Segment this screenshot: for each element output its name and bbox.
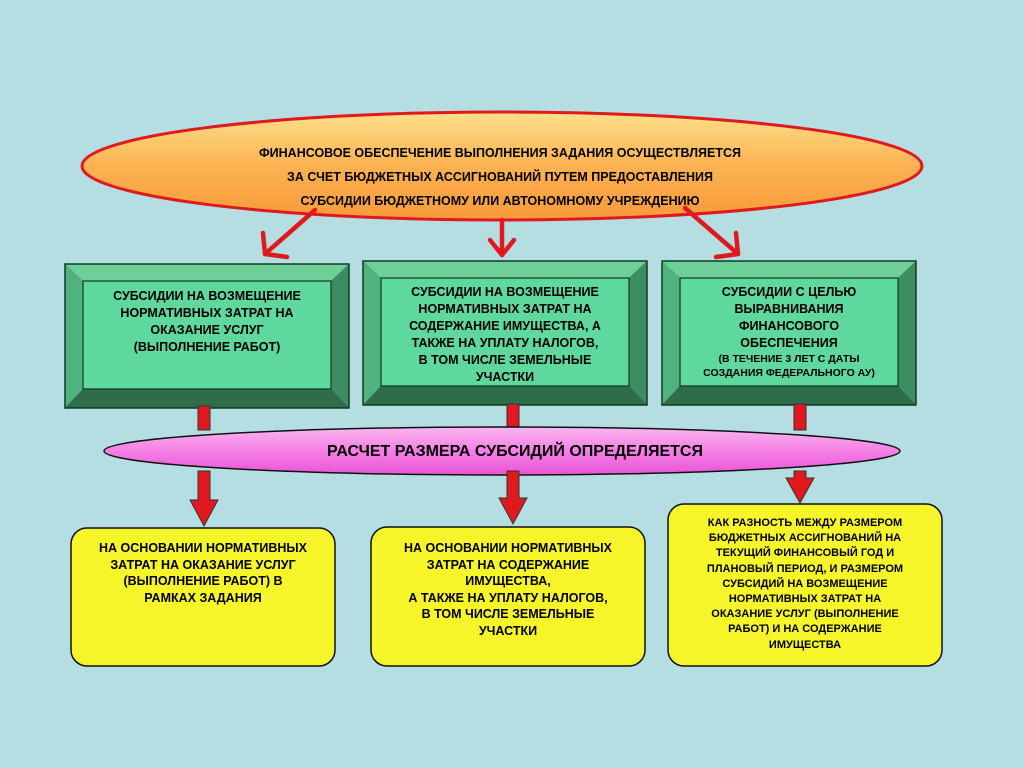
yellow-box-2-line: УЧАСТКИ (478, 623, 538, 638)
arrow-middle-head (487, 237, 517, 258)
yellow-box-3-line: НОРМАТИВНЫХ ЗАТРАТ НА (728, 593, 882, 606)
green-box-2-shape (362, 260, 648, 406)
yellow-box-2-line: ИМУЩЕСТВА, (465, 574, 551, 588)
yellow-box-3-line: БЮДЖЕТНЫХ АССИГНОВАНИЙ НА (708, 532, 902, 545)
yellow-box-2-line: ЗАТРАТ НА СОДЕРЖАНИЕ (426, 557, 590, 572)
yellow-box-3-line: КАК РАЗНОСТЬ МЕЖДУ РАЗМЕРОМ (707, 517, 903, 529)
yellow-box-2-line: НА ОСНОВАНИИ НОРМАТИВНЫХ (404, 541, 612, 555)
green-box-3-line: ОБЕСПЕЧЕНИЯ (740, 336, 838, 350)
yellow-box-3-line: СУБСИДИЙ НА ВОЗМЕЩЕНИЕ (722, 577, 888, 590)
top-ellipse-text: ФИНАНСОВОЕ ОБЕСПЕЧЕНИЕ ВЫПОЛНЕНИЯ ЗАДАНИ… (150, 141, 850, 213)
yellow-box-3-text: КАК РАЗНОСТЬ МЕЖДУ РАЗМЕРОМ БЮДЖЕТНЫХ АС… (675, 516, 935, 653)
yellow-box-2-shape (370, 526, 646, 667)
top-arrows (260, 205, 741, 260)
down-arrow-3-icon (785, 470, 815, 505)
top-ellipse-line: ФИНАНСОВОЕ ОБЕСПЕЧЕНИЕ ВЫПОЛНЕНИЯ ЗАДАНИ… (259, 146, 741, 160)
green-box-3-text: СУБСИДИИ С ЦЕЛЬЮ ВЫРАВНИВАНИЯ ФИНАНСОВОГ… (683, 284, 895, 380)
down-arrows (189, 470, 815, 528)
yellow-box-3-line: ТЕКУЩИЙ ФИНАНСОВЫЙ ГОД И (715, 547, 895, 560)
arrow-left-icon (262, 207, 318, 257)
yellow-box-1-line: РАМКАХ ЗАДАНИЯ (144, 590, 262, 605)
down-arrow-1-icon (189, 470, 219, 528)
yellow-box-1-line: (ВЫПОЛНЕНИЕ РАБОТ) В (123, 574, 283, 588)
connector-stubs (197, 403, 807, 431)
pink-ellipse-shape (103, 426, 901, 476)
top-ellipse-line: СУБСИДИИ БЮДЖЕТНОМУ ИЛИ АВТОНОМНОМУ УЧРЕ… (300, 194, 700, 208)
green-box-1-line: НОРМАТИВНЫХ ЗАТРАТ НА (120, 306, 294, 320)
top-ellipse-line: ЗА СЧЕТ БЮДЖЕТНЫХ АССИГНОВАНИЙ ПУТЕМ ПРЕ… (287, 170, 713, 184)
green-box-1-line: (ВЫПОЛНЕНИЕ РАБОТ) (133, 340, 281, 354)
arrow-left-head (260, 230, 290, 260)
yellow-box-2-text: НА ОСНОВАНИИ НОРМАТИВНЫХ ЗАТРАТ НА СОДЕР… (378, 540, 638, 639)
yellow-box-1-text: НА ОСНОВАНИИ НОРМАТИВНЫХ ЗАТРАТ НА ОКАЗА… (78, 540, 328, 606)
yellow-box-1-shape (70, 527, 336, 667)
green-box-3-note: (В ТЕЧЕНИЕ 3 ЛЕТ С ДАТЫ (718, 353, 860, 365)
green-box-3-line: ФИНАНСОВОГО (738, 319, 840, 333)
green-box-3-note: СОЗДАНИЯ ФЕДЕРАЛЬНОГО АУ) (703, 367, 875, 379)
pink-ellipse-text: РАСЧЕТ РАЗМЕРА СУБСИДИЙ ОПРЕДЕЛЯЕТСЯ (327, 443, 703, 460)
yellow-box-3-shape (667, 503, 943, 667)
yellow-box-2-line: В ТОМ ЧИСЛЕ ЗЕМЕЛЬНЫЕ (421, 607, 595, 621)
yellow-box-3-line: ПЛАНОВЫЙ ПЕРИОД, И РАЗМЕРОМ (706, 562, 904, 575)
yellow-box-3-line: ОКАЗАНИЕ УСЛУГ (ВЫПОЛНЕНИЕ (711, 608, 899, 621)
arrow-right-icon (682, 205, 741, 257)
green-box-2-line: В ТОМ ЧИСЛЕ ЗЕМЕЛЬНЫЕ (418, 353, 592, 367)
green-box-2-line: СОДЕРЖАНИЕ ИМУЩЕСТВА, А (409, 319, 601, 333)
yellow-box-3-line: РАБОТ) И НА СОДЕРЖАНИЕ (728, 623, 882, 636)
green-box-3-line: СУБСИДИИ С ЦЕЛЬЮ (721, 285, 857, 299)
yellow-box-1-line: ЗАТРАТ НА ОКАЗАНИЕ УСЛУГ (110, 557, 296, 572)
green-box-2-line: СУБСИДИИ НА ВОЗМЕЩЕНИЕ (411, 285, 599, 299)
green-box-2-line: ТАКЖЕ НА УПЛАТУ НАЛОГОВ, (411, 336, 599, 350)
yellow-box-2-line: А ТАКЖЕ НА УПЛАТУ НАЛОГОВ, (408, 590, 608, 605)
yellow-box-1-line: НА ОСНОВАНИИ НОРМАТИВНЫХ (99, 541, 307, 555)
green-box-2-line: НОРМАТИВНЫХ ЗАТРАТ НА (418, 302, 592, 316)
arrow-right-head (713, 230, 741, 260)
green-box-1-line: ОКАЗАНИЕ УСЛУГ (150, 323, 264, 337)
green-box-2-text: СУБСИДИИ НА ВОЗМЕЩЕНИЕ НОРМАТИВНЫХ ЗАТРА… (384, 284, 626, 386)
green-box-1-line: СУБСИДИИ НА ВОЗМЕЩЕНИЕ (113, 289, 301, 303)
yellow-box-3-line: ИМУЩЕСТВА (768, 638, 842, 651)
green-box-3-shape (661, 260, 917, 406)
green-box-1-text: СУБСИДИИ НА ВОЗМЕЩЕНИЕ НОРМАТИВНЫХ ЗАТРА… (86, 288, 328, 356)
green-box-3-line: ВЫРАВНИВАНИЯ (734, 302, 844, 316)
green-box-2-line: УЧАСТКИ (475, 370, 535, 384)
down-arrow-2-icon (498, 470, 528, 526)
